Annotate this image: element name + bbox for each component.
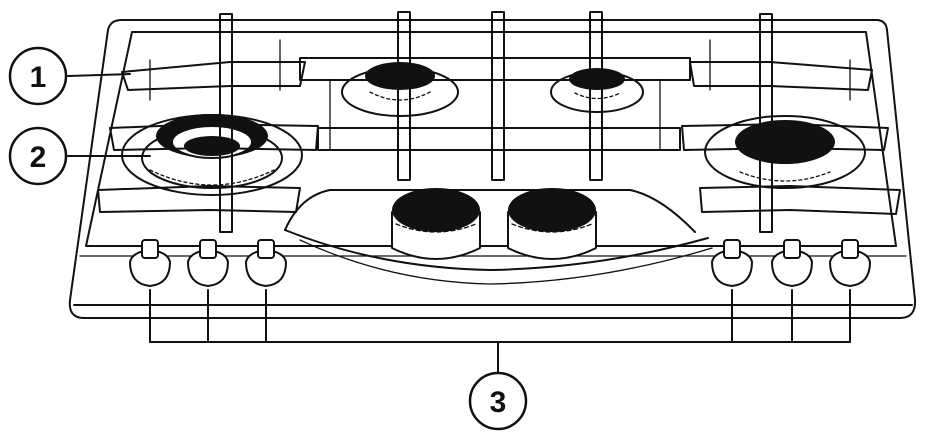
callout-2: 2 — [8, 126, 68, 186]
leader-1 — [67, 73, 131, 77]
pan-support-centre — [299, 11, 691, 181]
knob-6[interactable] — [829, 239, 871, 287]
callout-3: 3 — [468, 371, 528, 431]
burner-front-right — [507, 188, 597, 260]
burner-back-left — [341, 62, 459, 117]
knob-5[interactable] — [771, 239, 813, 287]
knob-2[interactable] — [187, 239, 229, 287]
pan-support-right — [681, 13, 901, 233]
callout-1-label: 1 — [30, 61, 47, 94]
leader-lines — [67, 73, 851, 375]
pan-support-left — [97, 13, 319, 233]
knob-4[interactable] — [711, 239, 753, 287]
leader-3 — [149, 289, 851, 375]
knob-1[interactable] — [129, 239, 171, 287]
control-knobs — [129, 239, 871, 287]
knob-3[interactable] — [245, 239, 287, 287]
burner-front-left — [391, 188, 481, 260]
callout-3-label: 3 — [490, 386, 507, 419]
callout-1: 1 — [8, 46, 68, 106]
callout-2-label: 2 — [30, 141, 47, 174]
